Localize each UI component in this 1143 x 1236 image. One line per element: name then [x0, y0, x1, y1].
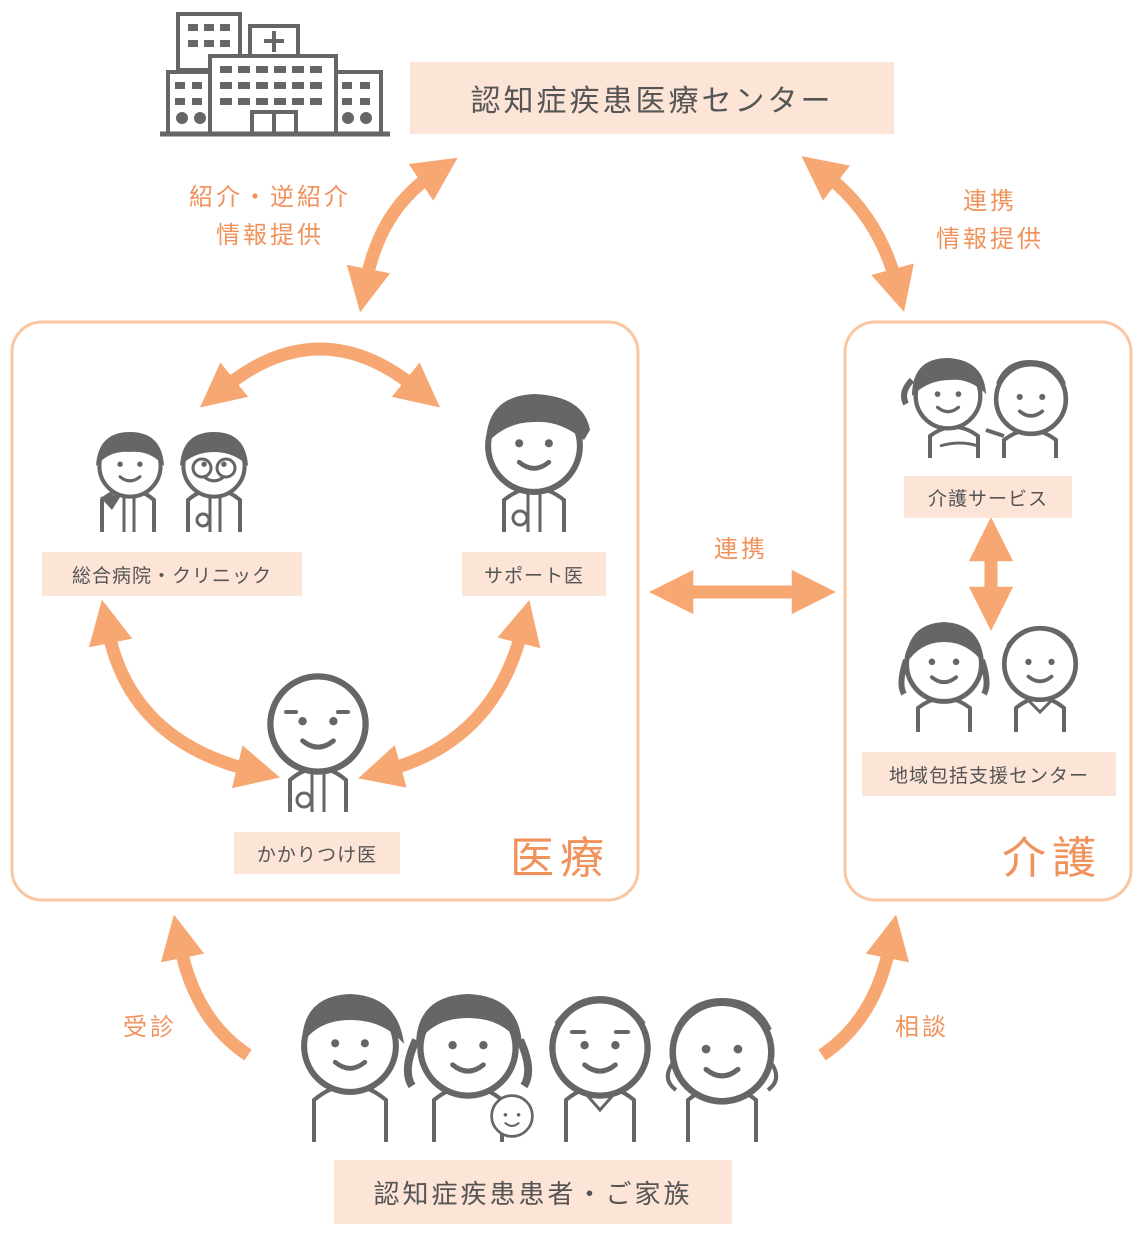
medical-area-title: 医療 — [510, 833, 610, 884]
center-care-link-line1: 連携 — [963, 187, 1017, 215]
consult-medical-label: 受診 — [123, 1013, 177, 1041]
family-doctor-label: かかりつけ医 — [234, 832, 400, 874]
support-doctor-label: サポート医 — [462, 552, 606, 596]
general-hospital-label: 総合病院・クリニック — [42, 552, 302, 596]
medical-care-link-label: 連携 — [714, 535, 768, 563]
patients-label: 認知症疾患患者・ご家族 — [334, 1160, 732, 1224]
medical-area-box — [10, 320, 640, 902]
arrow-center-care — [801, 156, 914, 312]
elderly-doctor-icon — [270, 676, 365, 812]
hospital-building-icon — [160, 12, 390, 137]
arrow-center-medical — [346, 157, 458, 313]
center-medical-link-line1: 紹介・逆紹介 — [189, 183, 351, 211]
arrow-patients-care — [818, 914, 910, 1061]
care-area-title: 介護 — [1002, 833, 1102, 884]
arrow-support-familydoc — [358, 599, 541, 788]
patient-family-icon — [302, 994, 779, 1142]
caregiver-elderly-icon — [901, 358, 1066, 458]
community-staff-icon — [898, 622, 1075, 732]
care-area-box — [843, 320, 1133, 902]
consult-care-label: 相談 — [895, 1013, 949, 1041]
arrow-general-familydoc — [88, 599, 281, 789]
doctor-pair-icon — [96, 432, 248, 532]
center-care-link-line2: 情報提供 — [936, 225, 1044, 253]
arrow-general-support — [199, 342, 441, 408]
community-center-label: 地域包括支援センター — [862, 752, 1116, 796]
support-doctor-icon — [486, 394, 590, 532]
arrow-patients-medical — [160, 914, 252, 1061]
center-care-link-label: 連携 情報提供 — [900, 182, 1080, 258]
care-service-label: 介護サービス — [904, 476, 1072, 518]
center-label: 認知症疾患医療センター — [410, 62, 894, 134]
center-medical-link-line2: 情報提供 — [216, 221, 324, 249]
center-medical-link-label: 紹介・逆紹介 情報提供 — [150, 178, 390, 254]
